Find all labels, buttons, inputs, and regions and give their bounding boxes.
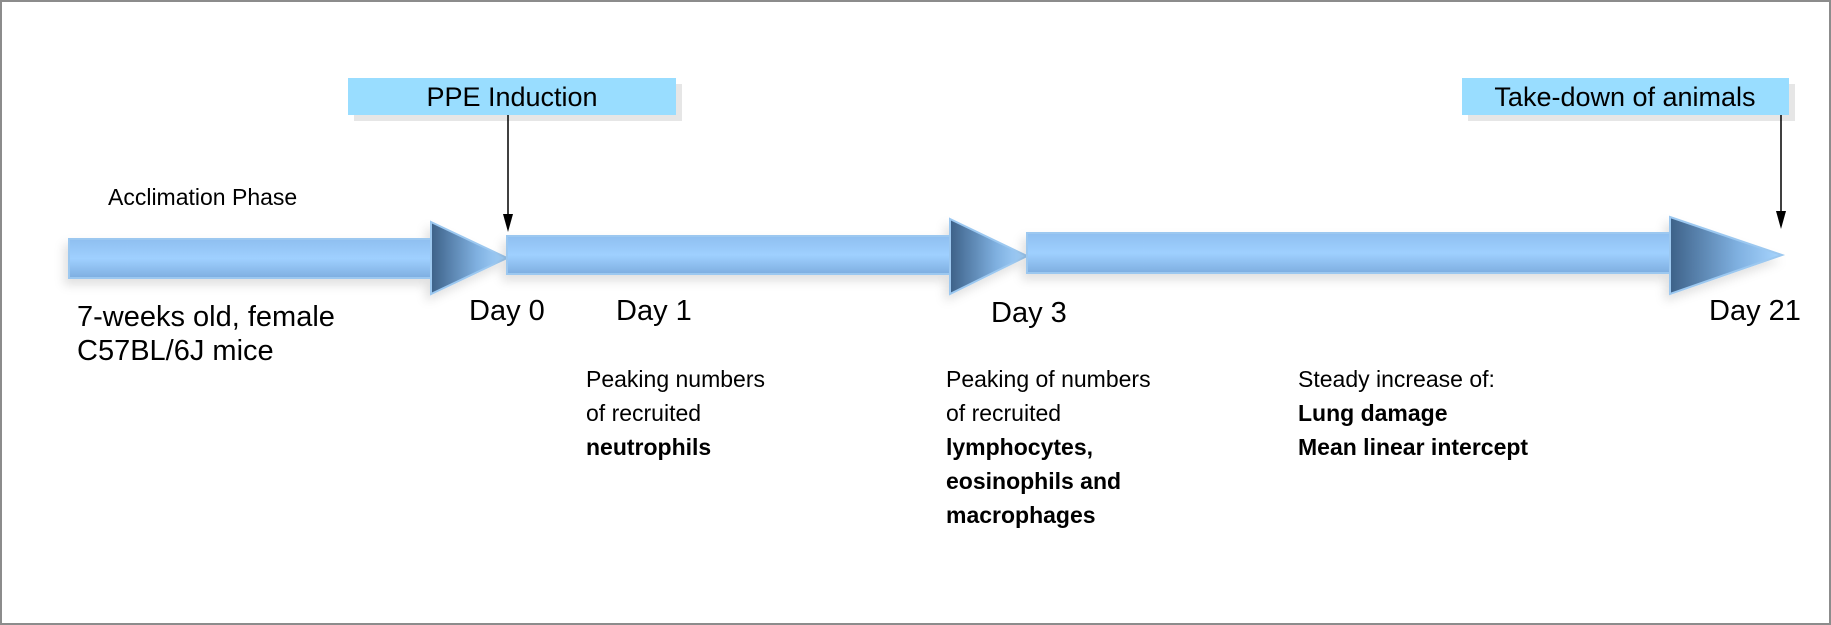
note-line: of recruited (946, 400, 1061, 426)
day0-day3-arrow (506, 217, 1030, 296)
day-label: Day 0 (469, 295, 545, 327)
subject-line: C57BL/6J mice (77, 335, 274, 367)
note-bold-line: lymphocytes, (946, 434, 1093, 460)
note-bold-line: neutrophils (586, 434, 711, 460)
takedown-pointer-arrowhead (1776, 211, 1786, 229)
note-line: Peaking of numbers (946, 366, 1151, 392)
induction-box (348, 78, 676, 115)
note-bold-line: Mean linear intercept (1298, 434, 1528, 460)
takedown-label: Take-down of animals (1494, 82, 1755, 112)
phase-label: Acclimation Phase (108, 184, 297, 210)
note-line: Steady increase of: (1298, 366, 1495, 392)
note-line: of recruited (586, 400, 701, 426)
acclimation-arrow (68, 220, 510, 296)
day-label: Day 3 (991, 297, 1067, 329)
day3-day21-arrow (1026, 215, 1786, 296)
induction-pointer-arrowhead (503, 214, 513, 232)
note-bold-line: Lung damage (1298, 400, 1448, 426)
day-label: Day 1 (616, 295, 692, 327)
subject-line: 7-weeks old, female (77, 301, 335, 333)
note-bold-line: eosinophils and (946, 468, 1121, 494)
induction-label: PPE Induction (426, 82, 597, 112)
note-bold-line: macrophages (946, 502, 1096, 528)
day21-note: Steady increase of: Lung damage Mean lin… (1298, 366, 1528, 460)
takedown-box (1462, 78, 1789, 115)
day1-note: Peaking numbers of recruited neutrophils (586, 366, 765, 460)
note-line: Peaking numbers (586, 366, 765, 392)
day3-note: Peaking of numbers of recruited lymphocy… (946, 366, 1151, 528)
day-label: Day 21 (1709, 295, 1801, 327)
